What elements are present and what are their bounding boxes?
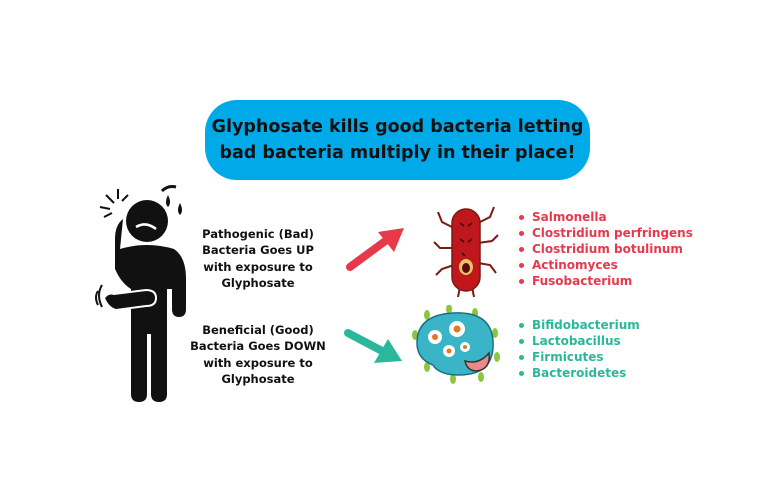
list-item: Fusobacterium (518, 273, 693, 289)
desc-line: Pathogenic (Bad) (202, 227, 314, 241)
list-item: Bacteroidetes (518, 365, 640, 381)
desc-line: Bacteria Goes UP (202, 243, 314, 258)
list-item: Actinomyces (518, 257, 693, 273)
list-item: Clostridium botulinum (518, 241, 693, 257)
desc-line: with exposure to (203, 355, 313, 370)
stomach-ache-person-icon (95, 185, 186, 402)
list-item: Firmicutes (518, 349, 640, 365)
beneficial-bacterium-icon (412, 305, 500, 384)
title-line-2: bad bacteria multiply in their place! (219, 143, 576, 163)
desc-line: Bacteria Goes DOWN (190, 339, 326, 354)
list-item: Lactobacillus (518, 333, 640, 349)
pathogenic-description: Pathogenic (Bad) Bacteria Goes UP with e… (183, 226, 333, 291)
title-line-1: Glyphosate kills good bacteria letting (211, 117, 584, 137)
desc-line: Glyphosate (221, 371, 295, 386)
list-item: Salmonella (518, 209, 693, 225)
arrow-down-icon (344, 329, 402, 363)
list-item: Bifidobacterium (518, 317, 640, 333)
beneficial-description: Beneficial (Good) Bacteria Goes DOWN wit… (183, 322, 333, 387)
desc-line: with exposure to (203, 259, 313, 274)
title-bubble: Glyphosate kills good bacteria letting b… (205, 100, 590, 180)
pathogenic-bacterium-icon (433, 206, 499, 298)
beneficial-bacteria-list: Bifidobacterium Lactobacillus Firmicutes… (518, 317, 640, 381)
list-item: Clostridium perfringens (518, 225, 693, 241)
desc-line: Glyphosate (221, 275, 295, 290)
arrow-up-icon (346, 228, 404, 271)
pathogenic-bacteria-list: Salmonella Clostridium perfringens Clost… (518, 209, 693, 289)
desc-line: Beneficial (Good) (202, 323, 314, 337)
